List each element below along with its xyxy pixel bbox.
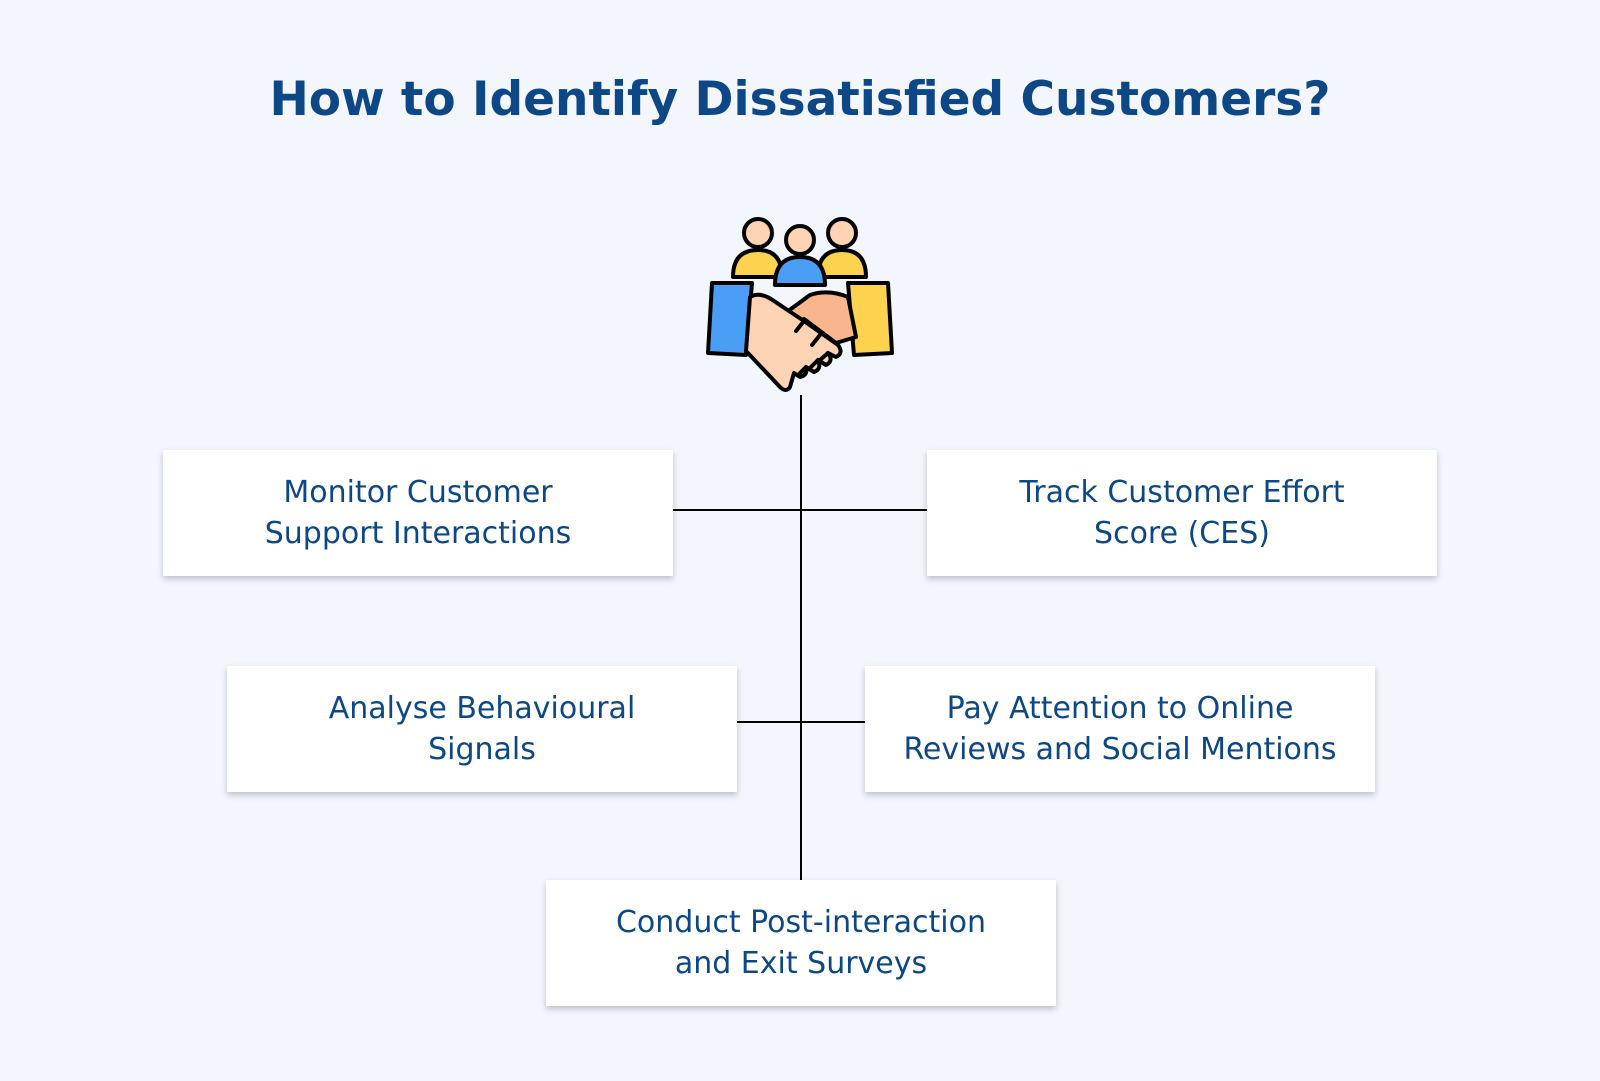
step-box-monitor-support: Monitor Customer Support Interactions (163, 450, 673, 576)
box-text-line2: Score (CES) (1094, 516, 1270, 551)
box-text-line1: Conduct Post-interaction (615, 905, 986, 940)
handshake-with-people-icon (700, 205, 900, 405)
box-text-line1: Track Customer Effort (1019, 475, 1345, 510)
box-text-line1: Monitor Customer (283, 475, 553, 510)
box-text-line2: Reviews and Social Mentions (903, 732, 1337, 767)
step-box-track-ces: Track Customer Effort Score (CES) (927, 450, 1437, 576)
box-text-line2: and Exit Surveys (674, 946, 928, 981)
step-box-online-reviews: Pay Attention to Online Reviews and Soci… (865, 666, 1375, 792)
box-text-line2: Signals (428, 732, 536, 767)
step-box-exit-surveys: Conduct Post-interaction and Exit Survey… (546, 880, 1056, 1006)
box-text-line1: Analyse Behavioural (328, 691, 636, 726)
step-box-behavioural-signals: Analyse Behavioural Signals (227, 666, 737, 792)
box-text-line2: Support Interactions (264, 516, 572, 551)
box-text-line1: Pay Attention to Online (946, 691, 1294, 726)
page-title: How to Identify Dissatisfied Customers? (269, 72, 1331, 127)
